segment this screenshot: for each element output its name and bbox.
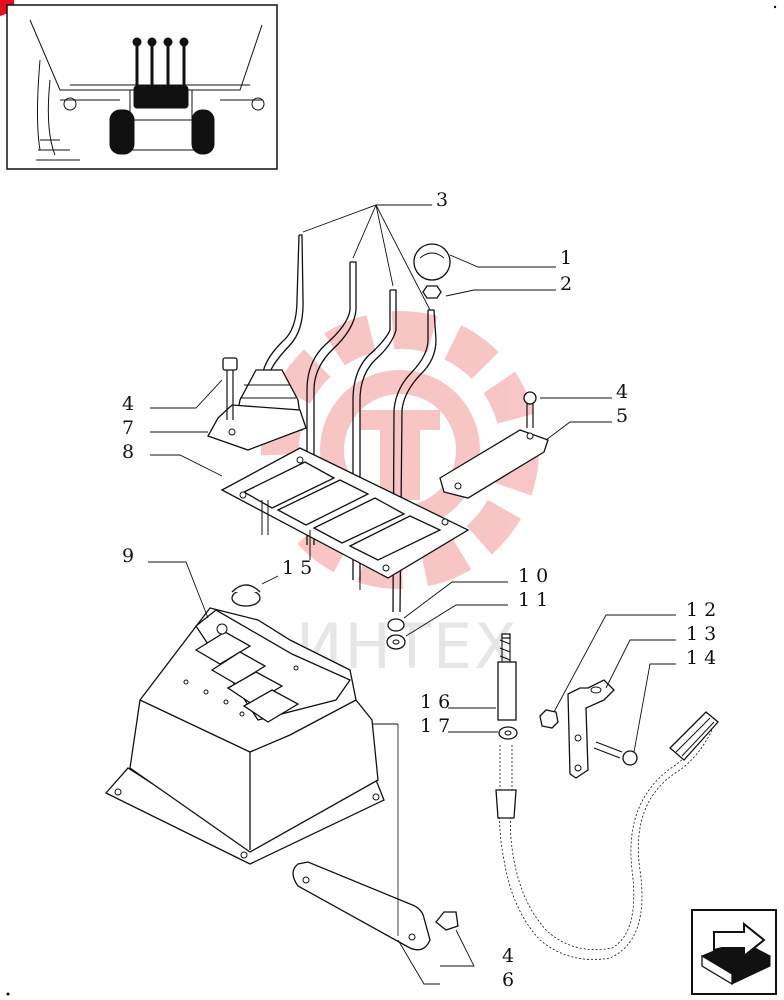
callout-8: 8 xyxy=(122,441,140,463)
cover-plate-5 xyxy=(439,391,549,499)
callout-4: 4 xyxy=(616,381,634,403)
cable-rod-16 xyxy=(497,633,517,721)
callout-6: 6 xyxy=(502,969,520,991)
cover-plate-6 xyxy=(292,724,459,951)
callout-7: 7 xyxy=(122,417,140,439)
callout-11: 11 xyxy=(518,589,554,611)
callout-16: 16 xyxy=(420,691,456,713)
washers-10-11 xyxy=(386,618,406,650)
control-cable xyxy=(495,711,719,960)
callout-1: 1 xyxy=(560,247,578,269)
callout-15: 15 xyxy=(282,557,318,579)
callout-13: 13 xyxy=(686,623,722,645)
console-housing-9 xyxy=(104,607,385,865)
cover-plate-7 xyxy=(207,357,307,451)
callout-5: 5 xyxy=(616,405,634,427)
next-page-arrow-icon[interactable] xyxy=(691,909,777,995)
callout-9: 9 xyxy=(122,545,140,567)
bolt-14 xyxy=(593,741,638,766)
lever-frame-8 xyxy=(220,447,470,590)
bracket-13 xyxy=(567,679,615,779)
leader-lines xyxy=(148,204,676,985)
nut-17 xyxy=(498,726,518,740)
callout-14: 14 xyxy=(686,647,722,669)
nut-12 xyxy=(539,709,559,729)
callout-17: 17 xyxy=(420,715,456,737)
callout-2: 2 xyxy=(560,273,578,295)
callout-10: 10 xyxy=(518,565,554,587)
location-thumbnail xyxy=(6,4,278,170)
callout-3: 3 xyxy=(436,189,454,211)
callout-12: 12 xyxy=(686,599,722,621)
plug-15 xyxy=(231,584,261,607)
callout-4: 4 xyxy=(122,393,140,415)
callout-labels: 3 1 2 4 7 8 4 5 9 15 10 11 12 13 14 16 1… xyxy=(122,189,722,991)
callout-4: 4 xyxy=(502,945,520,967)
